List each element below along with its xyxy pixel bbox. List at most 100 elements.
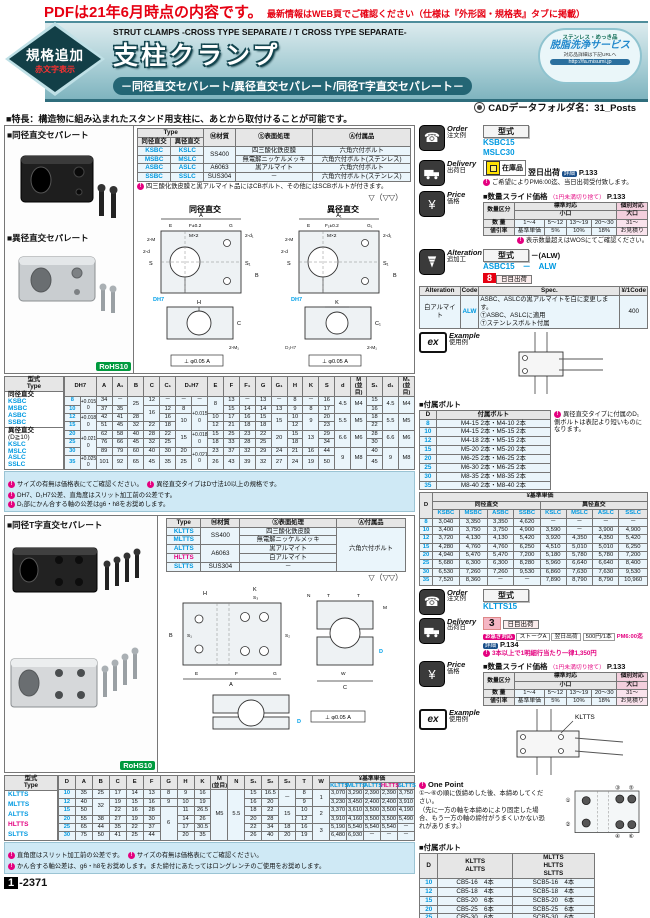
tcross-photo-panel: ■同径T字直交セパレート [5,515,158,772]
table-cell: 8 [63,396,81,406]
table-cell: 3,070 [329,789,348,799]
table-cell: 5,180 [539,551,567,561]
stork-chip: ストークA [516,632,550,641]
table-cell: 3 [312,823,331,841]
table-cell: M8 [397,446,416,470]
ship-day-3: 3 [483,616,501,630]
table-cell: － [396,831,416,841]
spec-added-badge: 規格追加 赤文字表示 [5,22,105,96]
table-cell: 14 [125,789,144,799]
ship-day-8: 8 [483,273,497,284]
table-cell: 17 [318,404,336,414]
table-cell: 89 [95,446,113,457]
table-cell: 66 [111,438,129,448]
table-cell: M8-40 2本・M8-40 2本 [435,480,552,491]
table-cell: 10 [295,806,314,816]
cross-separate-box: ■同径直交セパレート ■異径直交セパレート [4,125,415,375]
table-cell: 37 [95,404,113,414]
table-cell: 6,480 [329,831,348,841]
table-cell: 30 [63,446,81,457]
table-cell: 3,910 [329,814,348,825]
svg-text:2-d₁: 2-d₁ [245,233,254,239]
table-cell: 18 [238,421,256,431]
table-cell: － [270,396,288,406]
table-cell: 21 [222,421,240,431]
table-cell: 基準単価 [513,697,546,707]
table-cell: 3,350 [458,517,488,527]
table-cell: KLTTS ALTTS [437,853,513,879]
one-point-title: One Point [419,780,547,789]
table-cell: 26 [207,454,224,470]
table-cell: 6.6 [381,429,399,448]
table-cell: 13 [302,429,320,448]
order2-example: KLTTS15 [483,601,518,611]
bolts1-note: 異径直交タイプに付属のD₁側ボルトは表記より短いものになります。 [554,411,644,490]
detail-page: P.133 [578,168,598,178]
table-cell: 40 [143,446,161,457]
table-cell: Ⓢ表面処理 [234,128,314,147]
stock-box-icon [486,161,500,176]
notice-sub: 最新情報はWEB頁でご確認ください（仕様は『外形図・規格表』タブに掲載） [266,9,585,19]
svg-text:F±0.2: F±0.2 [189,223,202,229]
table-cell: 17 [108,789,127,799]
svg-text:M: M [383,605,387,611]
table-cell: 22 [108,806,127,816]
table-cell: Ⓜ材質 [203,128,236,147]
table-cell: 12 [207,421,224,431]
table-cell: 4,940 [432,551,460,561]
section-label-diff: ■異径直交セパレート [7,233,89,243]
cross-diagrams: 同径直交 A E F±0.2 G 2-M M×2 [137,203,411,371]
table-cell: d [334,376,352,398]
table-cell: 六角穴付ボルト [312,145,411,156]
table-cell: 12 [419,436,437,447]
table-cell: G [159,774,178,791]
svg-text:2-M: 2-M [147,237,155,243]
table-cell: 個別対応 [616,672,648,682]
table-cell: 20 [176,831,195,841]
table-cell: 45 [127,438,145,448]
cad-folder-name: CADデータフォルダ名：31_Posts [488,103,636,114]
table-cell: 35 [419,480,437,491]
table-cell: 7,260 [486,567,515,578]
order-example-1: KSBC15 [483,138,515,147]
table-cell: 16 [302,446,320,457]
clamp-photo-silver-diff [18,256,117,313]
table-cell: 15 [57,806,76,816]
svg-text:B: B [255,273,259,279]
table-cell: 6,640 [592,559,620,569]
table-cell: 22 [159,429,177,440]
svg-text:C₁: C₁ [375,321,381,327]
table-cell: 25 [159,438,177,448]
table-cell: 16 [193,789,212,799]
table-cell: 16.5 [261,789,280,799]
table-cell: 10 [207,412,224,423]
table-cell: +0.021 0 [79,429,97,456]
table-cell: CB5-20 6本 [437,895,513,906]
table-cell: 付属ボルト [435,409,552,420]
table-cell: 45 [143,454,161,470]
table-cell: SSBC [136,172,172,183]
table-cell: +0.015 0 [191,404,209,431]
table-cell: 六角穴付ボルト(ステンレス) [312,172,411,183]
table-cell: 400 [619,295,648,329]
page-number: 1-2371 [4,876,415,889]
badge-text-main: 規格追加 [26,47,84,63]
table-cell: 18 [244,806,263,816]
table-cell: 10 [419,427,437,438]
table-cell: 20 [244,814,263,825]
table-cell: KLTTS [329,782,349,791]
section-label-cross: ■同径直交セパレート [7,130,89,140]
table-cell: 9,530 [513,567,541,578]
table-cell: 数量区分 [483,202,515,220]
table-cell: MSBC [136,154,172,165]
table-cell: M4 [350,396,368,414]
table-cell: 37 [222,446,240,457]
table-cell: 75 [74,831,93,841]
table-cell: 9 [295,797,314,808]
table-cell: HLTTS [379,782,400,791]
table-cell: F₁ [238,376,256,398]
table-cell: － [191,396,209,406]
